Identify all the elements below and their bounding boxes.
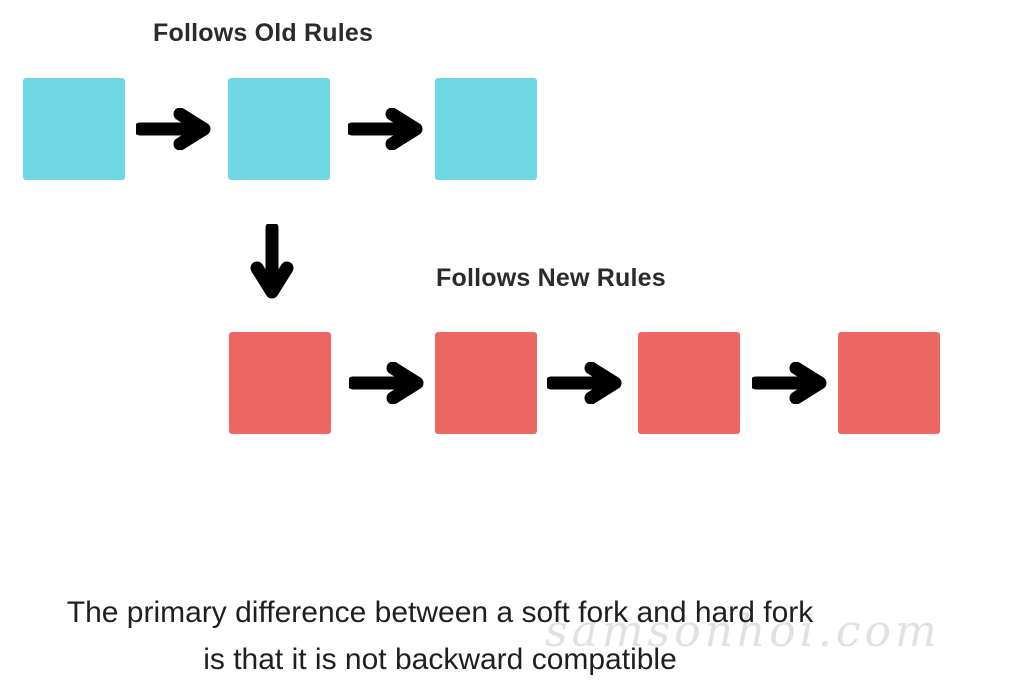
right-arrow-icon	[349, 362, 424, 404]
right-arrow-icon	[752, 362, 827, 404]
watermark: samsonhoi.com	[545, 606, 941, 657]
caption-line-2: is that it is not backward compatible	[203, 643, 677, 676]
down-arrow-icon	[250, 224, 294, 299]
new-chain-block-1	[229, 332, 331, 434]
new-rules-title: Follows New Rules	[436, 264, 666, 292]
old-chain-block-2	[228, 78, 330, 180]
new-chain-block-2	[435, 332, 537, 434]
new-chain-block-3	[638, 332, 740, 434]
right-arrow-icon	[547, 362, 622, 404]
right-arrow-icon	[136, 108, 211, 150]
right-arrow-icon	[348, 108, 423, 150]
caption-line-1: The primary difference between a soft fo…	[66, 596, 814, 629]
old-chain-block-3	[435, 78, 537, 180]
old-chain-block-1	[23, 78, 125, 180]
new-chain-block-4	[838, 332, 940, 434]
old-rules-title: Follows Old Rules	[153, 19, 374, 47]
